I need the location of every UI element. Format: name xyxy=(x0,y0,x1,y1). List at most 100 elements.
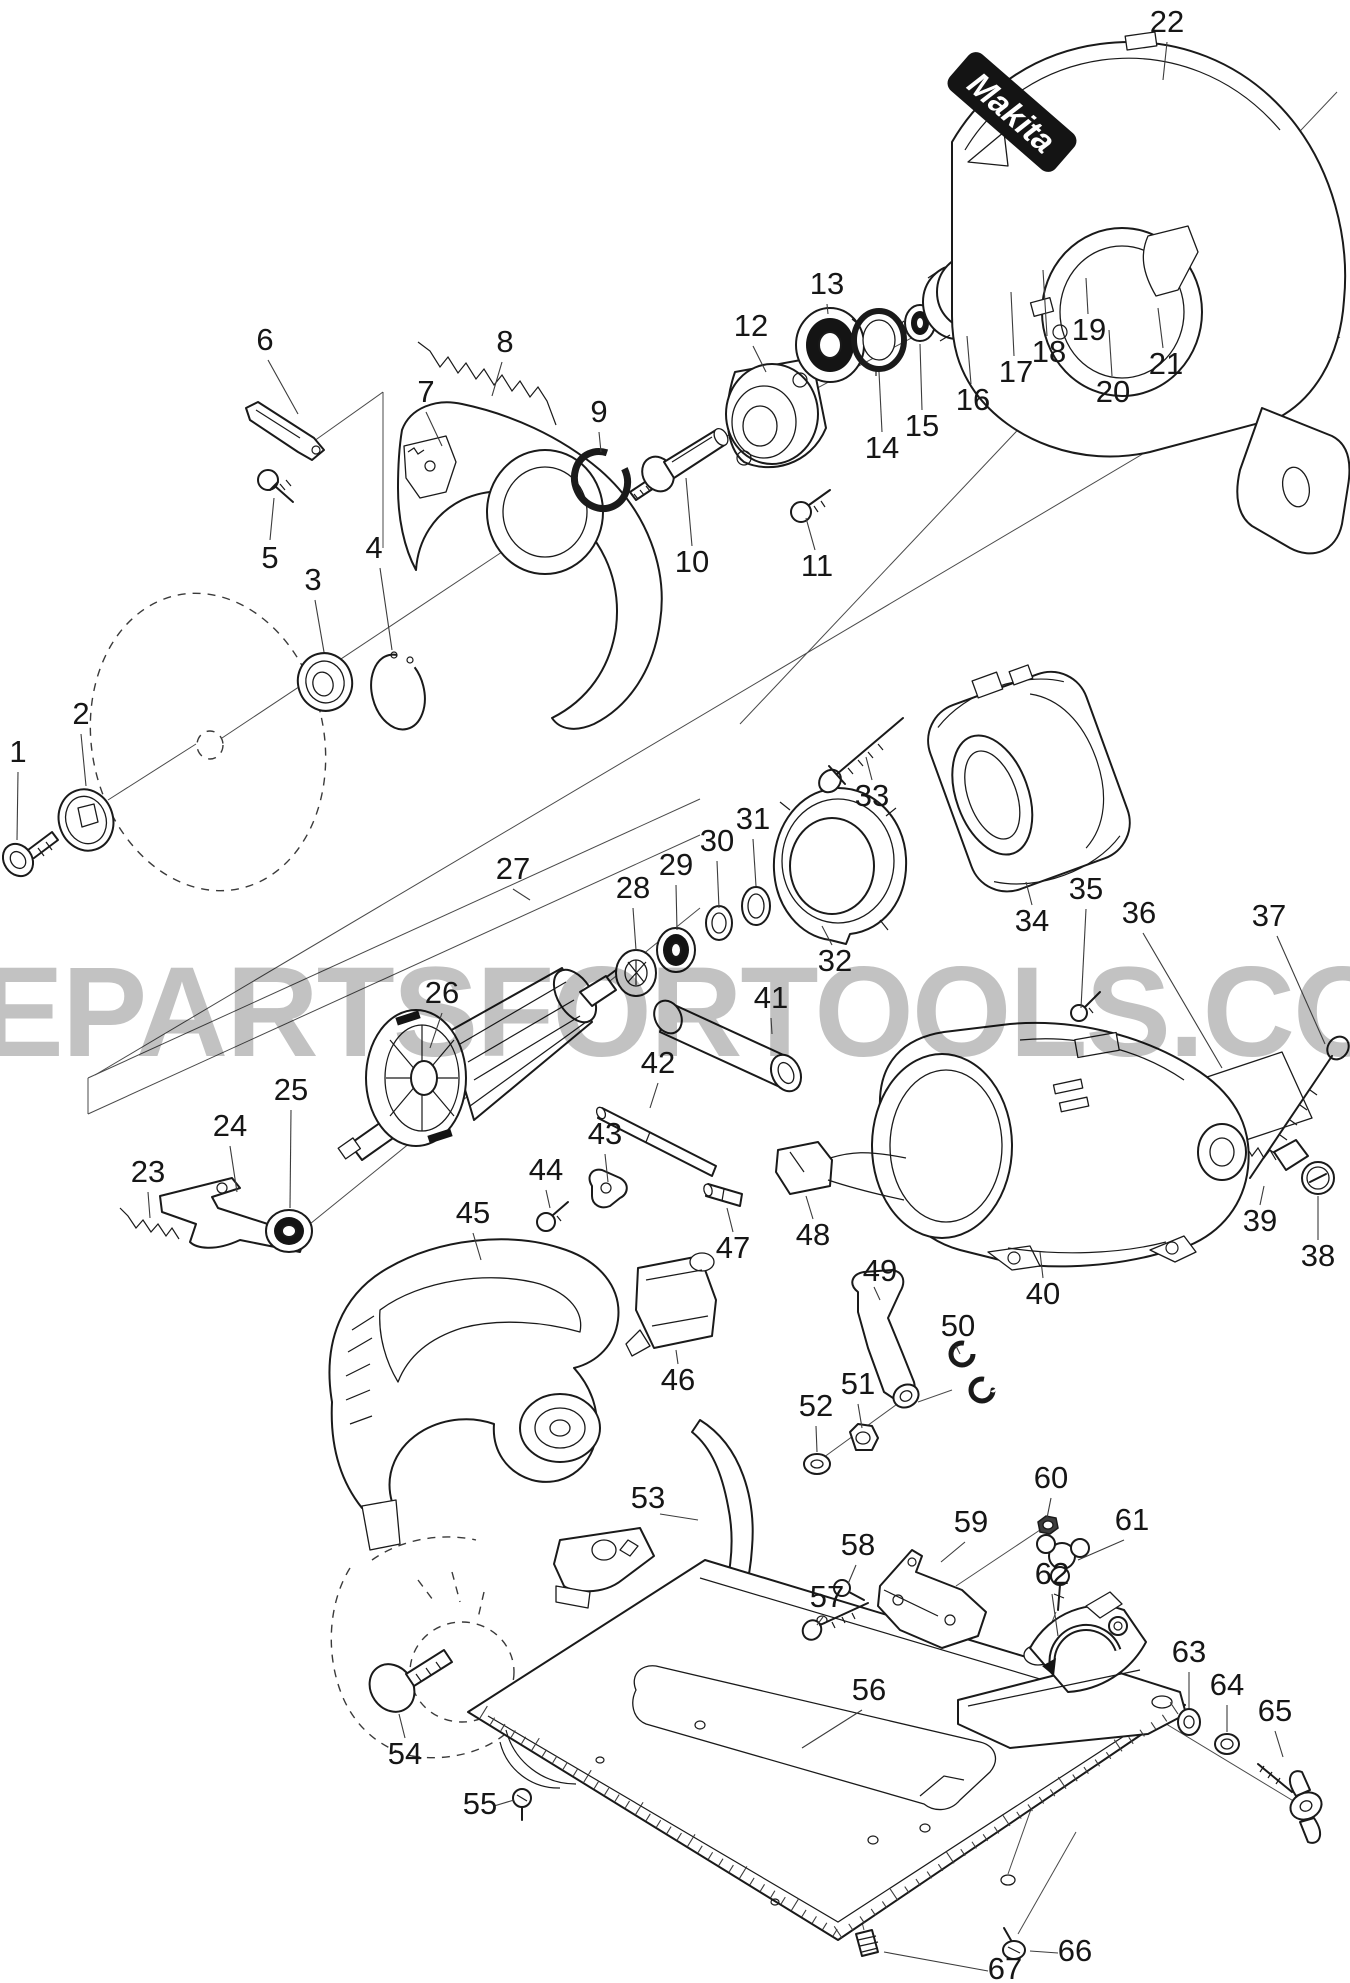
leader-capacitor-48 xyxy=(805,1195,814,1220)
leader-wing-bolt-61 xyxy=(1077,1539,1125,1561)
part-label-44-screw: 44 xyxy=(529,1152,563,1187)
part-label-25-ball-bearing: 25 xyxy=(274,1072,308,1107)
part-label-1-hex-bolt: 1 xyxy=(9,734,26,769)
part-label-53-lever-link: 53 xyxy=(631,1480,665,1515)
part-label-45-handle: 45 xyxy=(456,1195,490,1230)
ruler-tick xyxy=(552,1755,558,1764)
ruler-tick xyxy=(1049,1789,1056,1797)
part-label-42-rod: 42 xyxy=(641,1045,675,1080)
part-label-26-armature: 26 xyxy=(425,975,459,1010)
ruler-tick xyxy=(1057,1776,1067,1789)
part-capacitor-48 xyxy=(775,1141,907,1201)
ruler-tick xyxy=(971,1841,977,1849)
leader-ring-17 xyxy=(1010,291,1015,357)
part-long-bolt-33 xyxy=(818,717,904,794)
leader-safety-cover-7 xyxy=(425,411,443,447)
part-washer-52 xyxy=(803,1453,831,1475)
ruler-tick xyxy=(1169,1702,1179,1715)
leader-ball-bearing-15 xyxy=(919,343,923,411)
leader-hex-bolt-1 xyxy=(16,771,19,841)
part-ball-bearing-13 xyxy=(795,307,865,383)
part-label-2-outer-flange: 2 xyxy=(72,696,89,731)
leader-name-plate-36 xyxy=(1142,932,1223,1069)
part-bolt-58 xyxy=(833,1579,865,1601)
part-bearing-box-12 xyxy=(725,357,827,469)
ruler-tick xyxy=(1083,1766,1089,1775)
part-label-22-blade-case: 22 xyxy=(1150,4,1184,39)
ruler-tick xyxy=(1105,1751,1112,1760)
leader-screw-66 xyxy=(1029,1950,1059,1954)
leader-e-ring-50 xyxy=(955,1345,961,1355)
part-label-40-motor-housing: 40 xyxy=(1026,1276,1060,1311)
leader-rubber-ring-9 xyxy=(598,431,602,453)
part-label-60-nut: 60 xyxy=(1034,1460,1068,1495)
part-label-57-bolt: 57 xyxy=(810,1579,844,1614)
ruler-tick xyxy=(521,1736,527,1744)
part-washer-30 xyxy=(705,905,733,941)
part-label-17-ring: 17 xyxy=(999,354,1033,389)
leader-cover-plate-19 xyxy=(1085,277,1089,315)
part-bolt-57 xyxy=(801,1602,869,1641)
part-grip-41 xyxy=(653,999,803,1093)
part-label-46-switch: 46 xyxy=(661,1362,695,1397)
part-screw-55 xyxy=(512,1788,532,1821)
ruler-tick xyxy=(1094,1759,1101,1767)
ruler-tick xyxy=(749,1877,755,1885)
part-label-48-capacitor: 48 xyxy=(796,1217,830,1252)
leader-hex-nut-51 xyxy=(857,1403,863,1429)
leader-handle-45 xyxy=(472,1232,482,1261)
part-label-15-ball-bearing: 15 xyxy=(905,408,939,443)
ruler-tick xyxy=(531,1737,540,1751)
leader-bolt-58 xyxy=(847,1564,857,1585)
part-label-11-screw: 11 xyxy=(801,548,833,583)
part-switch-46 xyxy=(625,1252,717,1357)
leader-lever-plate-24 xyxy=(229,1145,238,1193)
part-label-24-lever-plate: 24 xyxy=(213,1108,247,1143)
part-motor-housing-40 xyxy=(871,1021,1250,1271)
leader-washer-31 xyxy=(752,838,757,887)
part-washer-31 xyxy=(741,886,771,926)
leader-grip-41 xyxy=(770,1017,773,1035)
leader-angle-guide-62 xyxy=(1051,1593,1059,1637)
part-lock-off-lever-49 xyxy=(851,1269,920,1409)
leader-lines xyxy=(16,41,1326,1972)
part-inner-flange-3 xyxy=(296,652,354,712)
ruler-tick xyxy=(614,1794,620,1802)
part-set-screw-67 xyxy=(855,1929,879,1957)
leader-lock-nut-14 xyxy=(878,371,883,433)
part-label-12-bearing-box: 12 xyxy=(734,308,768,343)
ruler-tick xyxy=(801,1909,807,1918)
ruler-tick xyxy=(635,1801,644,1815)
part-label-63-washer: 63 xyxy=(1172,1634,1206,1669)
leader-motor-housing-40 xyxy=(1039,1251,1044,1279)
part-label-31-washer: 31 xyxy=(736,801,770,836)
part-label-51-hex-nut: 51 xyxy=(841,1366,875,1401)
part-screw-66 xyxy=(1002,1927,1026,1960)
ruler-tick xyxy=(881,1901,888,1909)
leader-ball-bearing-18 xyxy=(1042,269,1048,337)
leader-spring-23 xyxy=(147,1191,151,1219)
part-label-13-ball-bearing: 13 xyxy=(810,266,844,301)
leader-base-plate-56 xyxy=(801,1709,863,1749)
leader-spacer-21 xyxy=(1157,307,1164,349)
watermark: SPAREPARTSFORTOOLS.COM.AU xyxy=(0,941,1350,1084)
ruler-tick xyxy=(811,1916,817,1924)
leader-screw-11 xyxy=(805,517,816,551)
part-label-16-gear: 16 xyxy=(956,382,990,417)
part-label-43-clamp: 43 xyxy=(588,1116,622,1151)
leader-rod-42 xyxy=(649,1082,659,1109)
part-lever-6 xyxy=(245,401,325,461)
part-label-4-retaining-ring: 4 xyxy=(365,530,382,565)
ruler-tick xyxy=(859,1916,865,1924)
leader-lever-6 xyxy=(267,359,299,415)
leader-screw-5 xyxy=(269,497,275,541)
ruler-tick xyxy=(904,1886,910,1894)
part-handle-45 xyxy=(328,1238,620,1551)
ruler-tick xyxy=(593,1781,599,1789)
ruler-ticks xyxy=(479,1702,1179,1939)
part-rod-42 xyxy=(595,1106,717,1177)
part-label-35-screw: 35 xyxy=(1069,871,1103,906)
part-washer-64 xyxy=(1214,1733,1240,1755)
ruler-tick xyxy=(1016,1811,1022,1819)
